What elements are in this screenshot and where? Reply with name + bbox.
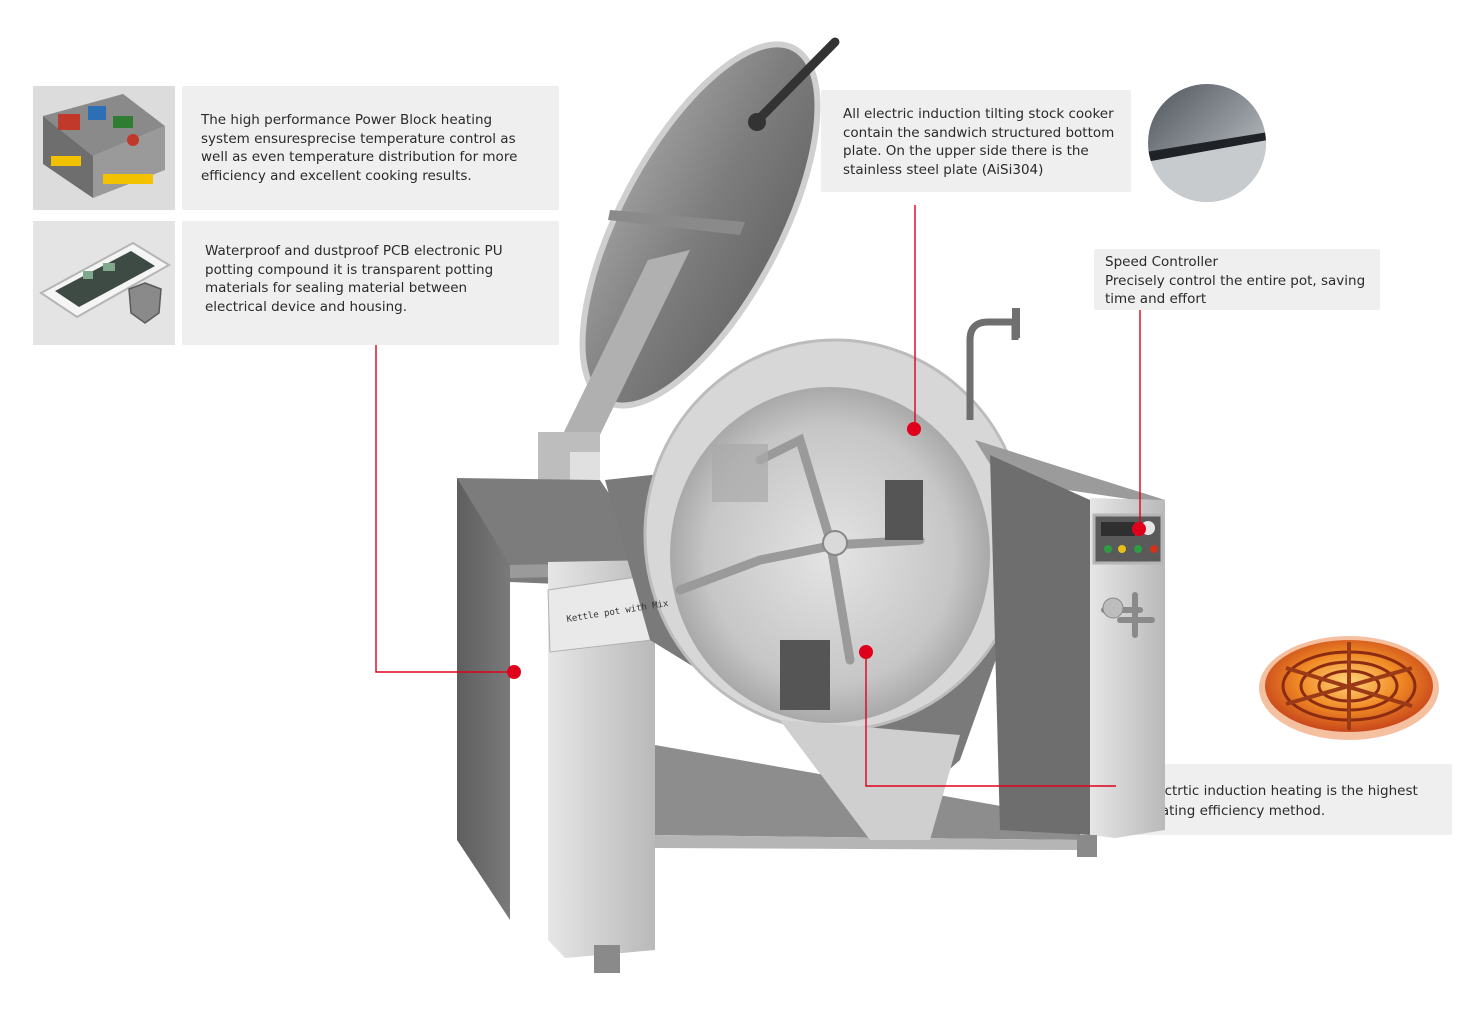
mixer-arms xyxy=(675,433,925,665)
speed-controller-callout: Speed Controller Precisely control the e… xyxy=(1094,249,1380,310)
lid-handle xyxy=(755,37,840,123)
induction-text: Electrtic induction heating is the highe… xyxy=(1144,783,1418,819)
power-block-callout: The high performance Power Block heating… xyxy=(182,86,559,210)
speed-controller-title: Speed Controller xyxy=(1105,254,1219,270)
marker-dot-bowl xyxy=(907,422,921,436)
waterproof-callout: Waterproof and dustproof PCB electronic … xyxy=(182,221,559,345)
marker-dot-controller xyxy=(1132,522,1146,536)
sandwich-bottom-text: All electric induction tilting stock coo… xyxy=(843,106,1115,178)
speed-controller-text: Precisely control the entire pot, saving… xyxy=(1105,272,1366,308)
connector-lines xyxy=(375,205,1141,787)
shield-icon xyxy=(128,282,162,324)
marker-dot-heating xyxy=(859,645,873,659)
power-block-text: The high performance Power Block heating… xyxy=(201,112,518,184)
sandwich-bottom-callout: All electric induction tilting stock coo… xyxy=(821,90,1131,192)
induction-callout: Electrtic induction heating is the highe… xyxy=(1116,764,1452,835)
marker-dots xyxy=(507,422,1146,679)
pcb-shield-photo xyxy=(33,221,175,345)
induction-coil-photo xyxy=(1259,636,1439,740)
waterproof-text: Waterproof and dustproof PCB electronic … xyxy=(205,243,503,315)
power-block-photo xyxy=(33,86,175,210)
marker-dot-cabinet xyxy=(507,665,521,679)
faucet xyxy=(966,318,1019,420)
steel-plate-photo xyxy=(1148,84,1266,202)
